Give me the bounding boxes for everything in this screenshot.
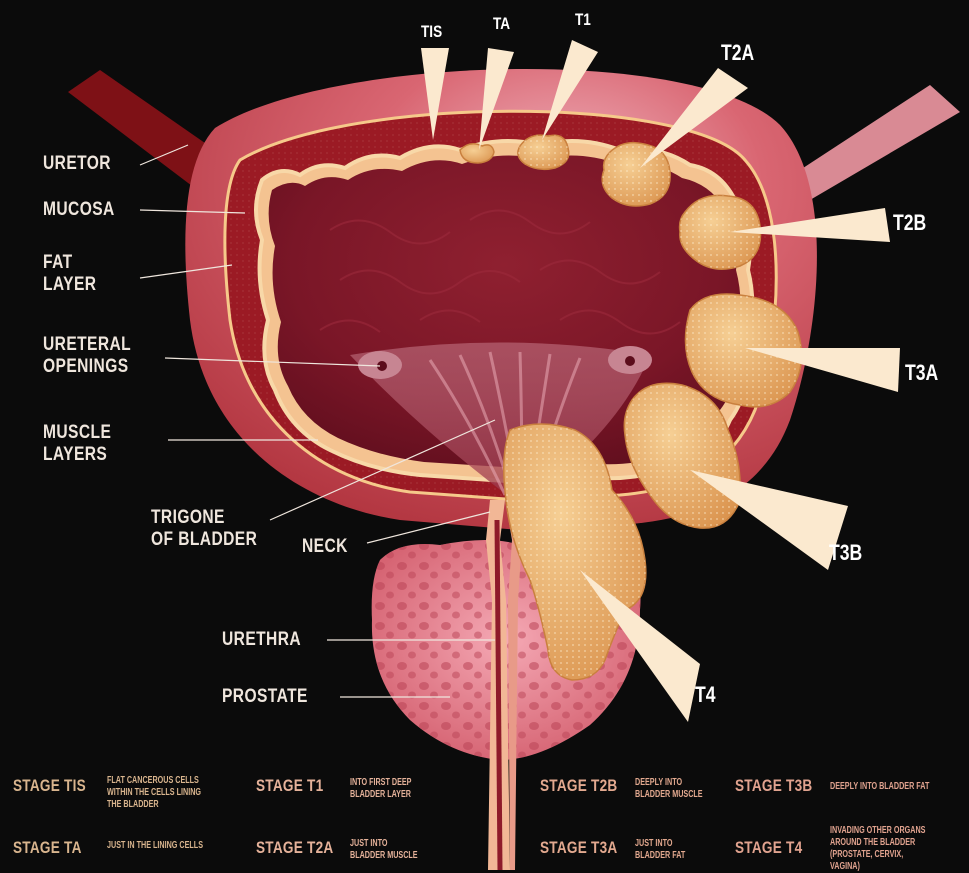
tumor-ta [460,144,494,163]
legend-stage-tis: STAGE TIS [13,776,86,796]
legend-desc-t1: INTO FIRST DEEP BLADDER LAYER [350,777,411,801]
legend-desc-tis: FLAT CANCEROUS CELLS WITHIN THE CELLS LI… [107,775,201,811]
label-mucosa: MUCOSA [43,199,115,221]
legend-desc-t3b: DEEPLY INTO BLADDER FAT [830,781,929,793]
label-uretor: URETOR [43,153,111,175]
legend-stage-t2a: STAGE T2A [256,838,333,858]
legend-desc-t4: INVADING OTHER ORGANS AROUND THE BLADDER… [830,825,930,873]
tag-t4: T4 [695,682,716,708]
legend-stage-t3a: STAGE T3A [540,838,617,858]
tag-t3a: T3A [905,360,938,386]
tag-tis: TIS [421,22,442,42]
legend-stage-ta: STAGE TA [13,838,82,858]
label-trigone: TRIGONE OF BLADDER [151,507,257,551]
label-muscle-layers: MUSCLE LAYERS [43,422,111,466]
legend-stage-t3b: STAGE T3B [735,776,812,796]
legend-desc-t2b: DEEPLY INTO BLADDER MUSCLE [635,777,703,801]
tag-t1: T1 [575,10,591,30]
tag-t3b: T3B [829,540,862,566]
legend-stage-t1: STAGE T1 [256,776,323,796]
legend-desc-t3a: JUST INTO BLADDER FAT [635,838,685,862]
tag-t2b: T2B [893,210,926,236]
label-fat-layer: FAT LAYER [43,252,96,296]
legend-stage-t2b: STAGE T2B [540,776,617,796]
label-prostate: PROSTATE [222,686,308,708]
tag-ta: TA [493,14,510,34]
label-urethra: URETHRA [222,629,301,651]
label-ureteral-openings: URETERAL OPENINGS [43,334,131,378]
legend-stage-t4: STAGE T4 [735,838,802,858]
label-neck: NECK [302,536,348,558]
legend-desc-t2a: JUST INTO BLADDER MUSCLE [350,838,418,862]
tag-t2a: T2A [721,40,754,66]
right-ureter [800,85,960,200]
legend-desc-ta: JUST IN THE LINING CELLS [107,840,203,852]
